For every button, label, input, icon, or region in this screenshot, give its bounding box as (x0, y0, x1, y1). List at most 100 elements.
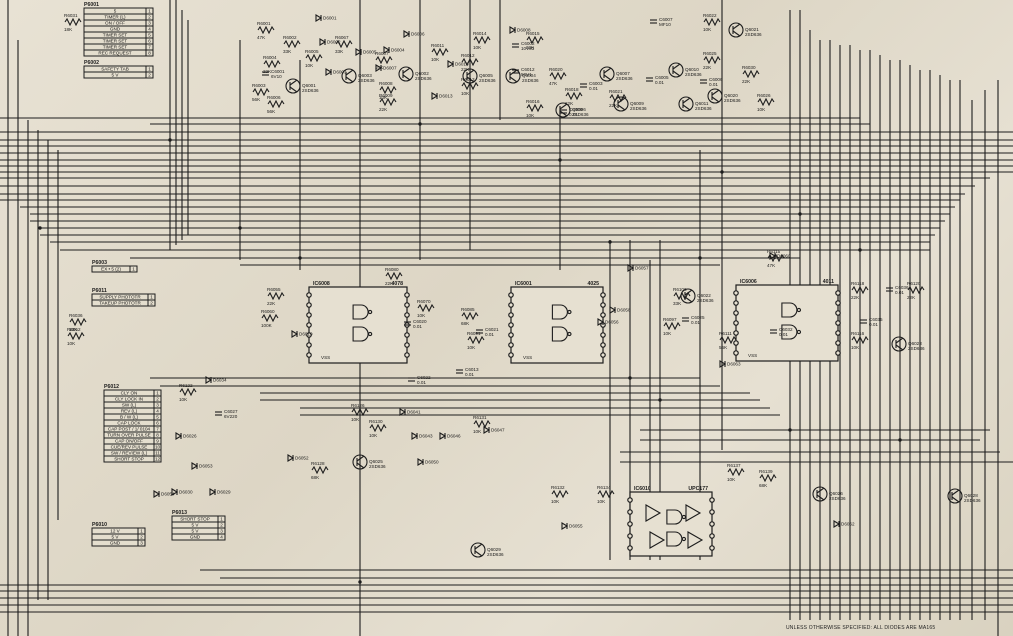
diode-symbol (171, 488, 179, 496)
resistor-value: 56K (267, 109, 276, 114)
diode-ref: D6043 (419, 434, 433, 439)
ic-designator: IC6010 (634, 486, 651, 492)
ic-pin (627, 521, 633, 527)
diode-d6019: D6019 (291, 330, 313, 338)
resistor-symbol (467, 335, 485, 345)
transistor-part: 2SD636 (369, 464, 386, 469)
resistor-ref: R6134 (597, 485, 611, 490)
resistor-ref: R6006 (267, 95, 281, 100)
wire (474, 550, 483, 557)
diode-ref: D6052 (295, 456, 309, 461)
connector-pin-label: 12 V (110, 529, 120, 534)
ic-pin (709, 521, 715, 527)
connector-pin-number: 2 (156, 397, 159, 402)
resistor-ref: R6008 (379, 81, 393, 86)
ic-pin (709, 509, 715, 515)
resistor-ref: R6016 (526, 99, 540, 104)
diode-d6054: D6054 (153, 490, 175, 498)
capacitor-ref: C6003 (589, 81, 603, 86)
capacitor-ref: C6032 (779, 327, 793, 332)
diode-d6053: D6053 (191, 462, 213, 470)
transistor-part: 2SD636 (487, 552, 504, 557)
wire-junction (698, 256, 702, 260)
diode-symbol (191, 462, 199, 470)
wire (816, 487, 825, 494)
diode-ref: D6041 (407, 410, 421, 415)
ic-pin (306, 302, 312, 308)
diode-d6026: D6026 (175, 432, 197, 440)
resistor-symbol (64, 17, 82, 27)
ic-pin (508, 292, 514, 298)
ic-pin (627, 509, 633, 515)
resistor-value: 10K (473, 45, 482, 50)
logic-gate-symbol (352, 304, 369, 320)
ic-part-number: 4078 (391, 281, 403, 287)
connector-pin-label: SHORT STOP (180, 517, 210, 522)
connector-pin-number: 3 (156, 403, 159, 408)
connector-pin-label: TAKEUP PHOTOTR (99, 301, 141, 306)
resistor-symbol (609, 93, 627, 103)
resistor-ref: R6009 (379, 93, 393, 98)
resistor-ref: R6126 (351, 403, 365, 408)
diode-d6001: D6001 (315, 14, 337, 22)
connector-pin-number-box (217, 533, 226, 541)
resistor-ref: R6106 (673, 287, 687, 292)
resistor-ref: R6131 (473, 415, 487, 420)
diode-ref: D6050 (425, 460, 439, 465)
ic-pin (835, 290, 841, 296)
ic-pin (733, 350, 739, 356)
connector-pin-number: 7 (156, 427, 159, 432)
transistor-symbol (947, 488, 963, 504)
connector-pin-label: GND (110, 541, 121, 546)
connector-name: P6013 (172, 510, 187, 516)
ic-pin (600, 292, 606, 298)
diode-symbol (399, 408, 407, 416)
wire (402, 67, 411, 74)
ic-pin (709, 545, 715, 551)
wire (356, 462, 365, 469)
connector-pin-number-box (145, 71, 154, 79)
resistor-symbol (549, 71, 567, 81)
connector-pin-label: REC REQUEST (98, 51, 131, 56)
diode-ref: D6004 (391, 48, 405, 53)
transistor-ref: Q6028 (964, 493, 978, 498)
transistor-part: 2SD636 (479, 78, 496, 83)
ic-pin (627, 497, 633, 503)
transistor-ref: Q6003 (358, 73, 372, 78)
connector-name: P6012 (104, 384, 119, 390)
resistor-value: 47K (549, 81, 558, 86)
diode-d6043: D6043 (411, 432, 433, 440)
capacitor-value: 0.01 (709, 82, 718, 87)
op-amp-symbol (649, 531, 666, 549)
ic-pin (508, 352, 514, 358)
resistor-symbol (385, 271, 403, 281)
diode-d6013: D6013 (431, 92, 453, 100)
resistor-symbol (907, 285, 925, 295)
capacitor-value: 0.01 (655, 80, 664, 85)
resistor-ref: R6002 (283, 35, 297, 40)
diode-symbol (627, 264, 635, 272)
connector-pin-label: 5 V (192, 529, 200, 534)
wire (895, 344, 904, 351)
transistor-part: 2SD636 (724, 98, 741, 103)
connector-pin-label: TIMER (L) (104, 15, 126, 20)
diode-symbol (561, 522, 569, 530)
resistor-value: 10K (473, 429, 482, 434)
resistor-r6131: R6131 10K (473, 415, 491, 434)
resistor-value: 10K (526, 113, 535, 118)
